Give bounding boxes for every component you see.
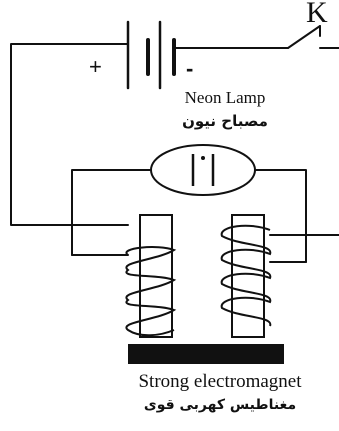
switch-label: K bbox=[306, 0, 328, 29]
right-coil bbox=[220, 214, 272, 338]
neon-lamp-label-arabic: مصباح نيون bbox=[182, 112, 268, 130]
battery-positive-label: + bbox=[89, 54, 102, 79]
switch-arm bbox=[287, 25, 321, 49]
wire-lamp-left bbox=[71, 169, 151, 256]
left-coil bbox=[125, 214, 177, 338]
neon-lamp-label: Neon Lamp bbox=[184, 88, 266, 107]
wire-outer-left bbox=[10, 43, 129, 226]
magnet-core-bar bbox=[128, 344, 284, 364]
electromagnet-label-arabic: مغناطيس كهربى قوى bbox=[143, 397, 297, 413]
neon-lamp bbox=[150, 144, 256, 196]
wire-lamp-right bbox=[255, 169, 307, 263]
electromagnet-label: Strong electromagnet bbox=[138, 371, 302, 392]
battery bbox=[126, 20, 176, 90]
wire-switch-right bbox=[319, 25, 339, 49]
battery-negative-label: - bbox=[186, 56, 194, 81]
